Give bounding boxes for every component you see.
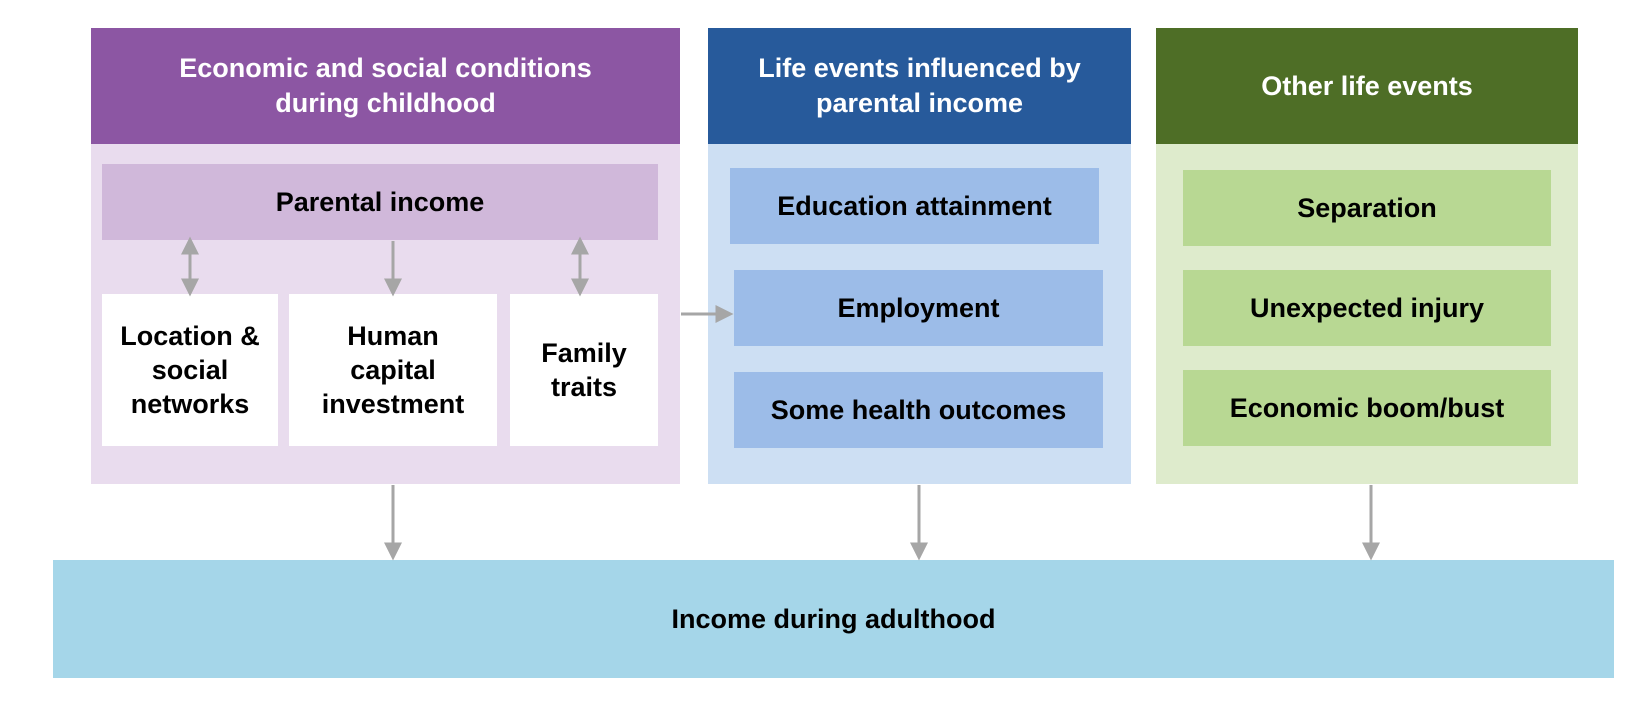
other-title: Other life events: [1261, 70, 1473, 101]
outcome-box: Income during adulthood: [53, 560, 1614, 678]
influenced-item-education: Education attainment: [730, 168, 1099, 244]
influenced-item-label: Education attainment: [777, 191, 1052, 221]
other-item-label: Economic boom/bust: [1229, 393, 1505, 423]
influenced-title: Life events influenced by parental incom…: [758, 53, 1081, 118]
other-item-label: Separation: [1297, 193, 1437, 223]
influenced-item-health: Some health outcomes: [734, 372, 1103, 448]
childhood-title: Economic and social conditions during ch…: [179, 53, 592, 118]
factor-box-family-traits: Family traits: [510, 294, 658, 446]
other-header: Other life events: [1156, 28, 1578, 144]
influenced-item-label: Some health outcomes: [770, 395, 1067, 425]
influenced-item-label: Employment: [837, 293, 1000, 323]
influenced-header: Life events influenced by parental incom…: [708, 28, 1131, 144]
influenced-item-employment: Employment: [734, 270, 1103, 346]
other-item-separation: Separation: [1183, 170, 1551, 246]
factor-label-location: Location & social networks: [120, 321, 260, 419]
other-item-boom-bust: Economic boom/bust: [1183, 370, 1551, 446]
factor-label-human-capital: Human capital investment: [321, 321, 465, 419]
parental-income-label: Parental income: [275, 187, 485, 217]
outcome-label: Income during adulthood: [671, 603, 996, 634]
childhood-header: Economic and social conditions during ch…: [91, 28, 680, 144]
factor-box-location: Location & social networks: [102, 294, 278, 446]
parental-income-box: Parental income: [102, 164, 658, 240]
other-item-label: Unexpected injury: [1249, 293, 1485, 323]
factor-label-family-traits: Family traits: [541, 338, 627, 402]
factor-box-human-capital: Human capital investment: [289, 294, 497, 446]
other-item-injury: Unexpected injury: [1183, 270, 1551, 346]
